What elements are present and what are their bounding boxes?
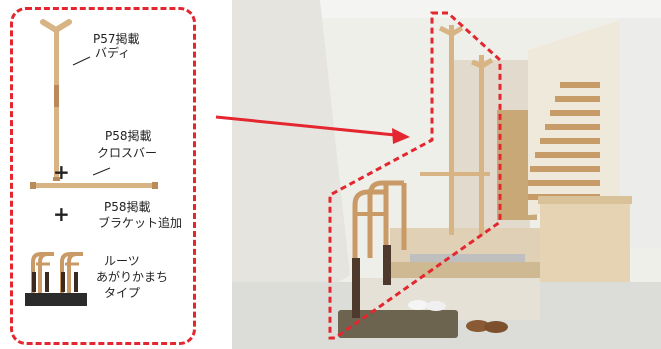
plus-sign: + [53,202,70,226]
item-name-bracket: ブラケット追加 [98,216,183,230]
arrow-head [392,128,410,144]
product-list-panel [10,7,196,345]
installed-handrail [352,180,407,318]
plus-sign: + [53,160,70,184]
highlight-outline [328,11,502,340]
roots-handrail-illustration [25,252,87,306]
item-name-crossbar: クロスバー [97,146,158,160]
item-page-label: P58掲載 [105,129,152,143]
crossbar-illustration [30,182,158,189]
item-page-label: P57掲載 [93,32,140,46]
item-name-roots-line3: タイプ [104,286,141,300]
item-name-roots-line1: ルーツ [104,254,140,268]
leather-shoes [466,320,490,332]
doormat [338,310,458,338]
arrow-line [215,115,396,137]
staircase [528,18,661,248]
item-page-label: P58掲載 [104,200,151,214]
pointer-line [92,167,111,176]
item-name-roots-line2: あがりかまち [96,270,169,284]
sneakers [408,300,428,310]
buddy-pole-illustration [40,19,72,181]
pointer-line [72,56,91,66]
item-name-buddy: バディ [95,46,131,60]
